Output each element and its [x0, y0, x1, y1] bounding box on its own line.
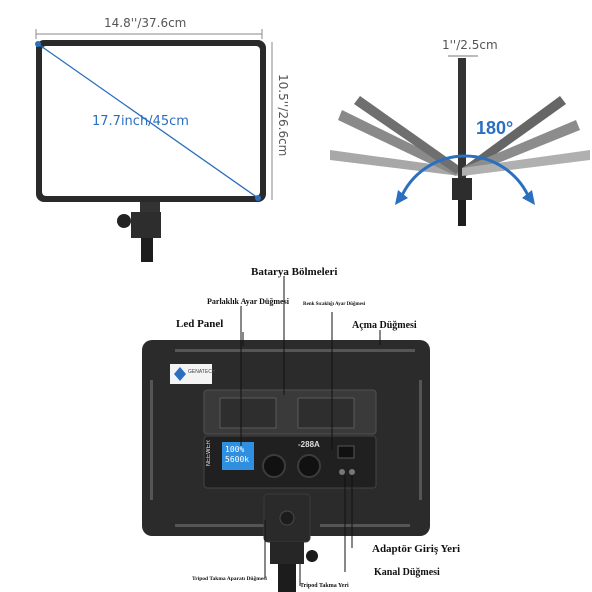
panel-position-diag-right-high	[462, 96, 566, 174]
power-switch[interactable]	[337, 445, 355, 459]
arc-arrow-right	[522, 190, 535, 205]
battery-slot-left	[219, 397, 277, 429]
label-tripod-mount: Tripod Takma Yeri	[300, 583, 349, 589]
rear-mount-knob[interactable]	[306, 550, 318, 562]
rotation-mount-stem	[458, 200, 466, 226]
diagonal-line	[37, 43, 259, 199]
label-tripod-release: Tripod Takma Aparatı Düğmesi	[192, 576, 267, 582]
brand-logo: NEEWER	[206, 440, 212, 467]
tripod-release-button[interactable]	[279, 510, 295, 526]
front-mount-top	[140, 202, 160, 212]
panel-position-diag-left-high	[354, 96, 462, 174]
angle-label: 180°	[476, 118, 514, 138]
lcd-screen	[222, 442, 254, 470]
panel-position-vertical	[458, 58, 466, 178]
label-power: Açma Düğmesi	[352, 320, 417, 331]
sticker-logo-icon	[174, 367, 186, 381]
diagonal-endpoint-bottom	[255, 195, 261, 201]
panel-light-surface	[42, 46, 260, 196]
label-brightness: Parlaklık Ayar Düğmesi	[207, 297, 289, 306]
label-led-panel: Led Panel	[176, 318, 224, 330]
brightness-knob[interactable]	[262, 454, 286, 478]
height-label: 10.5''/26.6cm	[276, 74, 290, 157]
model-number: -288A	[298, 440, 320, 449]
rotation-arc	[398, 154, 532, 201]
front-mount-stem	[141, 238, 153, 262]
vent-slots-top	[175, 349, 415, 352]
panel-position-diag-left-low	[338, 110, 460, 176]
channel-button[interactable]	[349, 469, 355, 475]
rear-mount-body	[270, 542, 304, 564]
front-mount-body	[131, 212, 161, 238]
sticker-text: GENATECH	[188, 369, 216, 375]
vent-slots-right	[419, 380, 422, 500]
callout-lines	[240, 276, 381, 586]
diagonal-endpoint-top	[35, 41, 41, 47]
battery-slot-right	[297, 397, 355, 429]
tripod-mount-stem	[278, 564, 296, 592]
diagonal-label: 17.7inch/45cm	[92, 114, 189, 129]
rotation-mount-body	[452, 178, 472, 200]
width-label: 14.8''/37.6cm	[104, 16, 187, 30]
label-channel: Kanal Düğmesi	[374, 567, 440, 578]
panel-position-horizontal-right	[462, 150, 590, 176]
color-temp-knob[interactable]	[297, 454, 321, 478]
lcd-color-temp: 5600k	[225, 455, 250, 464]
label-color-temp: Renk Sıcaklığı Ayar Düğmesi	[303, 302, 366, 307]
label-battery: Batarya Bölmeleri	[251, 266, 338, 278]
panel-position-horizontal-left	[330, 150, 460, 176]
lcd-readout: 100% 5600k	[225, 445, 249, 465]
vent-slots-bottom	[175, 524, 410, 527]
lcd-brightness: 100%	[225, 445, 245, 454]
arc-arrow-left	[395, 190, 408, 205]
label-adapter: Adaptör Giriş Yeri	[372, 543, 460, 555]
adapter-port[interactable]	[339, 469, 345, 475]
front-mount-knob	[117, 214, 131, 228]
vent-slots-left	[150, 380, 153, 500]
thickness-label: 1''/2.5cm	[442, 38, 498, 52]
